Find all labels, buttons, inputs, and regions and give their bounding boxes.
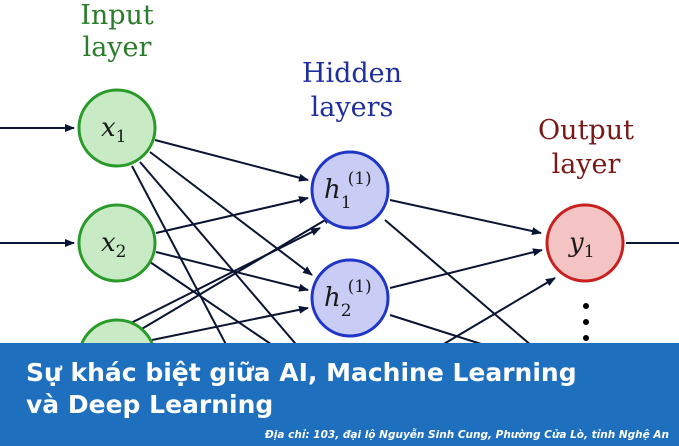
node-subscript: 1 (116, 127, 127, 147)
edge-x1-h3 (139, 161, 319, 371)
edge-x3-h1b (124, 227, 321, 327)
node-var: y (568, 228, 584, 258)
output-ellipsis (583, 303, 589, 341)
title-banner: Sự khác biệt giữa AI, Machine Learning v… (0, 343, 679, 446)
svg-text:layer: layer (552, 149, 621, 180)
input-layer-label-line2: layer (83, 32, 152, 63)
hidden-layer-label-line1: Hidden (302, 58, 402, 89)
edge-x1-h1 (154, 139, 309, 182)
output-layer-label-line2: layer (552, 149, 621, 180)
node-subscript: 1 (341, 193, 352, 213)
node-superscript: (1) (348, 277, 372, 297)
input-layer-label-line1: Input (80, 0, 154, 31)
banner-title: Sự khác biệt giữa AI, Machine Learning v… (26, 358, 577, 419)
node-var: x (101, 113, 116, 143)
svg-text:layers: layers (311, 92, 394, 123)
banner-address: Địa chỉ: 103, đại lộ Nguyễn Sinh Cung, P… (264, 429, 669, 441)
input-node-x2: x2 (77, 203, 157, 283)
edge-x2-h2 (155, 251, 309, 292)
node-var: x (101, 228, 116, 258)
output-layer-label-line1: Output (538, 115, 634, 146)
svg-text:h2(1): h2 (1) (324, 277, 372, 321)
svg-text:y1: y1 (568, 228, 595, 262)
node-var: h (324, 283, 341, 313)
hidden-node-h1: h1 (1) (310, 150, 390, 230)
svg-text:x1: x1 (101, 113, 127, 147)
output-node-y1: y1 (545, 203, 625, 283)
edge-x3-h2 (151, 305, 309, 341)
edge-x3-h1 (139, 215, 333, 331)
edge-x1-h2 (149, 151, 313, 276)
svg-text:Hidden: Hidden (302, 58, 402, 89)
edge-h1-y1 (389, 199, 542, 235)
svg-text:Input: Input (80, 0, 154, 31)
node-subscript: 2 (341, 301, 352, 321)
svg-text:x2: x2 (101, 228, 127, 262)
svg-text:layer: layer (83, 32, 152, 63)
node-subscript: 1 (584, 242, 595, 262)
svg-text:h1(1): h1 (1) (324, 169, 372, 213)
hidden-node-h2: h2 (1) (310, 258, 390, 338)
connection-arrows (0, 124, 679, 391)
input-node-x1: x1 (77, 88, 157, 168)
edge-x2-h1 (155, 196, 309, 234)
hidden-layer-label-line2: layers (311, 92, 394, 123)
edge-h2-y1 (389, 248, 543, 289)
node-subscript: 2 (116, 242, 127, 262)
svg-text:Output: Output (538, 115, 634, 146)
node-superscript: (1) (348, 169, 372, 189)
node-var: h (324, 175, 341, 205)
